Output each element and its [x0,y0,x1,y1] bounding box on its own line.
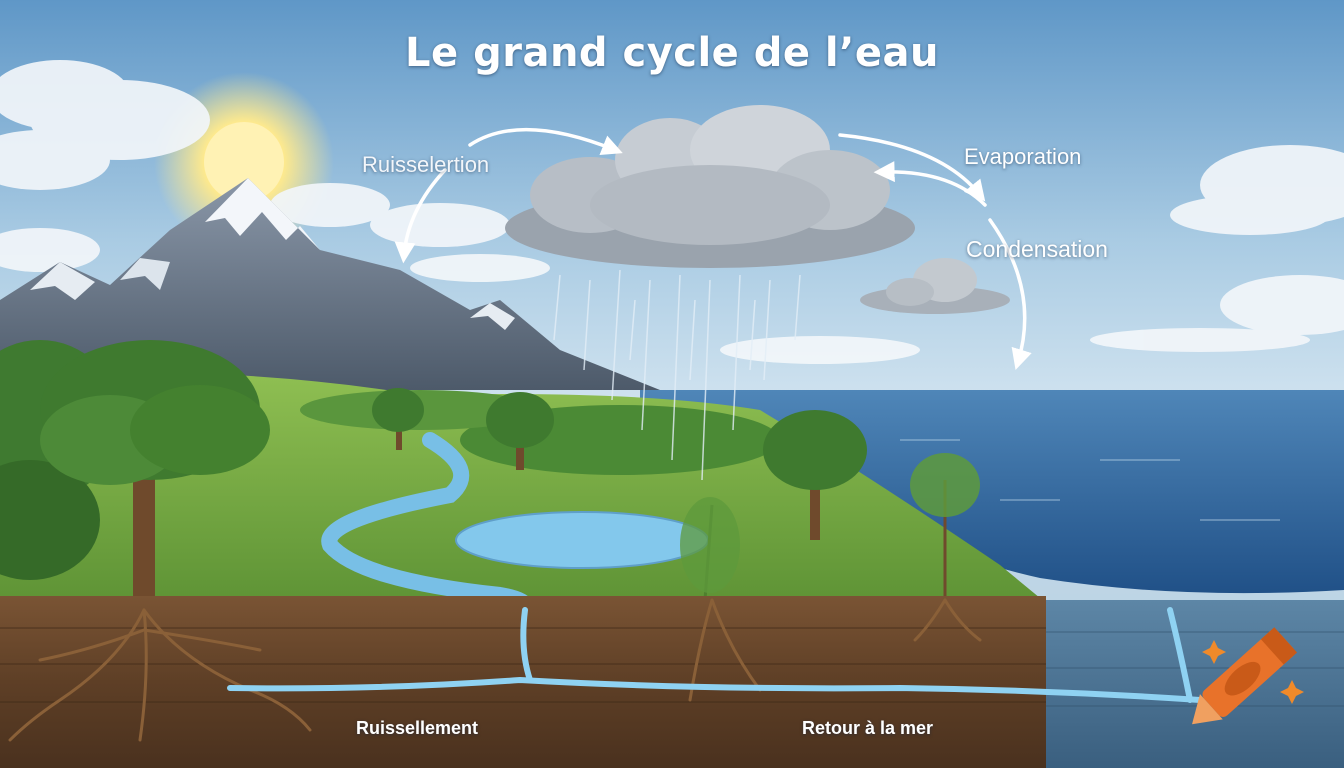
label-ruisselertion: Ruisselertion [362,152,489,178]
sea-underground [1046,600,1344,768]
label-ruissellement: Ruissellement [356,718,478,739]
label-retour-a-la-mer: Retour à la mer [802,718,933,739]
lake [456,512,708,568]
label-evaporation: Evaporation [964,144,1081,170]
diagram-title: Le grand cycle de l’eau [0,30,1344,76]
label-condensation: Condensation [966,236,1108,263]
